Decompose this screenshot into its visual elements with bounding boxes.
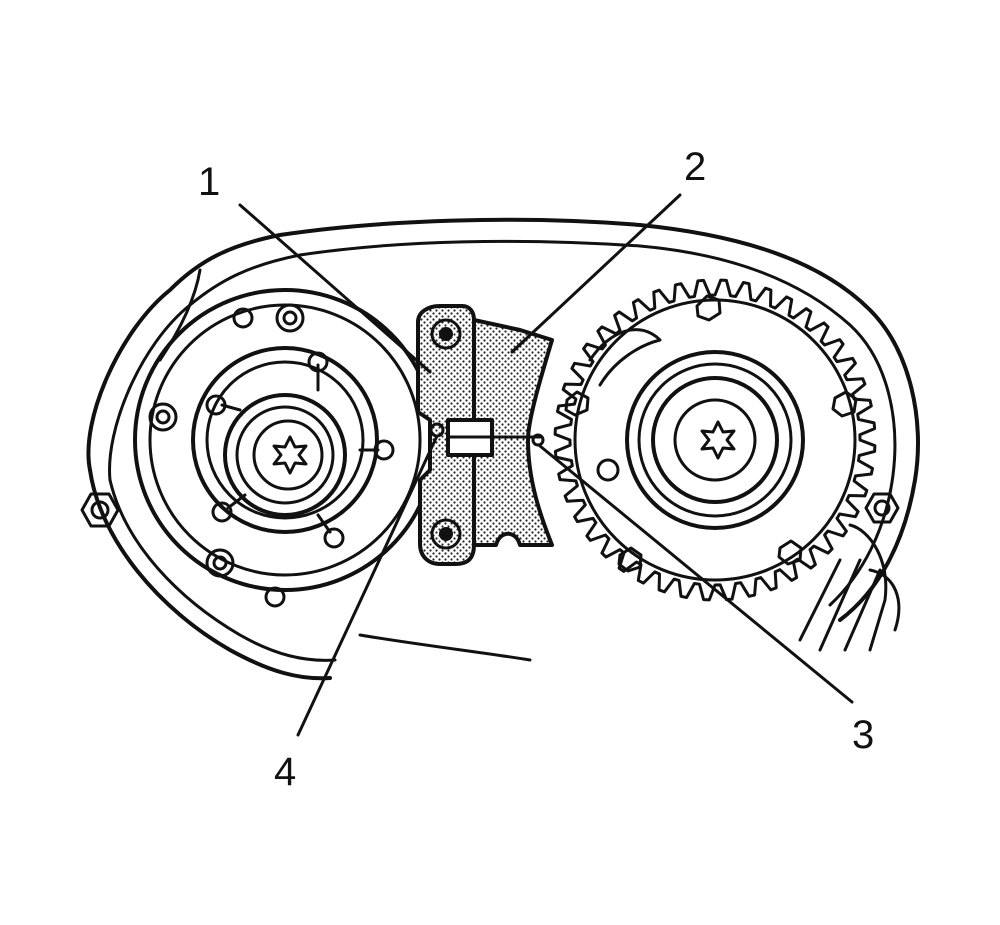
callout-label-4: 4 bbox=[274, 750, 296, 794]
leader-line-3 bbox=[538, 444, 854, 704]
tool-upper-half bbox=[416, 304, 476, 566]
hex-bolt-icon bbox=[80, 492, 120, 528]
leader-line-2 bbox=[510, 193, 682, 354]
torx-bolt-icon bbox=[430, 318, 462, 550]
sprocket-icon bbox=[553, 278, 877, 602]
callout-label-1: 1 bbox=[198, 160, 220, 204]
hex-bolt-icon bbox=[148, 303, 305, 608]
wiring-connector bbox=[798, 523, 901, 652]
leader-lines bbox=[238, 193, 854, 737]
torx-bolt-icon bbox=[272, 435, 308, 475]
hex-bolt-icon bbox=[564, 294, 858, 573]
exhaust-camshaft-sprocket bbox=[553, 278, 877, 602]
leader-line-1 bbox=[238, 203, 432, 374]
callout-label-3: 3 bbox=[852, 713, 874, 757]
sprocket-teeth bbox=[553, 278, 877, 602]
tool-lower-half bbox=[472, 318, 554, 547]
camshaft-locking-tool bbox=[416, 304, 554, 566]
callout-label-2: 2 bbox=[684, 145, 706, 189]
intake-camshaft-phaser bbox=[133, 288, 437, 608]
engine-housing bbox=[86, 217, 920, 681]
torx-bolt-icon bbox=[700, 420, 736, 460]
hex-bolt-icon bbox=[864, 492, 900, 524]
phaser-icon bbox=[205, 351, 395, 549]
leader-line-4 bbox=[296, 434, 439, 737]
